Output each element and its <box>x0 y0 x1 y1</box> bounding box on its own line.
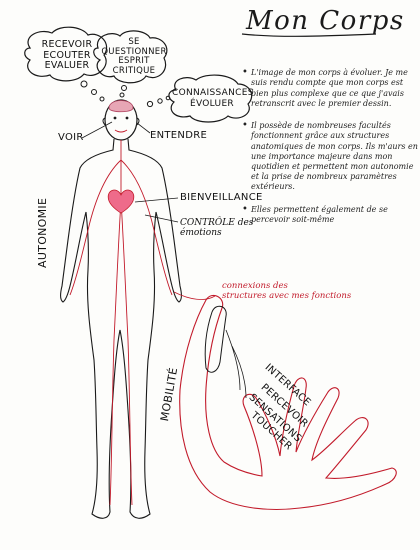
label-voir: VOIR <box>58 132 84 143</box>
page-title: Mon Corps <box>246 6 405 36</box>
bubble-text-questionner: SE QUESTIONNER ESPRIT CRITIQUE <box>100 38 168 76</box>
notes-list: L'image de mon corps à évoluer. Je me su… <box>242 58 418 237</box>
bubble-text-recevoir: RECEVOIR ECOUTER EVALUER <box>30 40 104 72</box>
note-item: Il possède de nombreuses facultés foncti… <box>242 121 418 192</box>
brain <box>109 101 133 112</box>
bubble-text-connaissances: CONNAISSANCES ÉVOLUER <box>172 88 252 109</box>
note-item: L'image de mon corps à évoluer. Je me su… <box>242 68 418 109</box>
note-item: Elles permettent également de se percevo… <box>242 205 418 225</box>
label-connexions: connexions des structures avec mes fonct… <box>222 282 392 301</box>
label-autonomie: AUTONOMIE <box>36 198 49 268</box>
label-entendre: ENTENDRE <box>150 130 207 141</box>
